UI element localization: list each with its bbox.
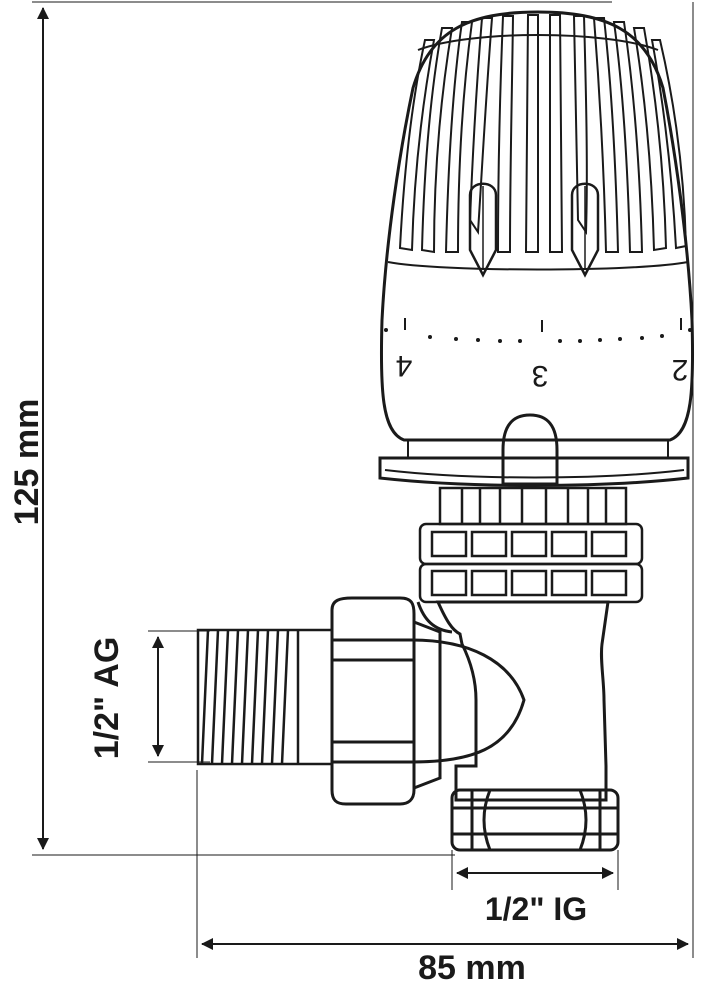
outlet-nut (450, 788, 620, 852)
dial-number-4: 4 (396, 349, 413, 382)
dial-scale (384, 318, 692, 343)
grip-fins (468, 182, 600, 278)
head-collar (378, 413, 690, 487)
dial-number-3: 3 (532, 359, 549, 392)
width-label: 85 mm (418, 949, 526, 987)
spindle-cage (438, 486, 628, 526)
grip-ribs (398, 14, 688, 254)
setting-pointer (501, 413, 559, 486)
knurled-nut (418, 522, 644, 604)
inlet-thread (196, 628, 334, 766)
thermostat-head: 4 3 2 (379, 10, 695, 442)
dial-number-2: 2 (672, 353, 689, 386)
inlet-thread-label: 1/2" AG (88, 637, 126, 760)
height-label: 125 mm (8, 399, 46, 526)
valve-body (411, 600, 610, 802)
inlet-union-nut (330, 596, 442, 806)
outlet-thread-label: 1/2" IG (485, 891, 587, 927)
extension-lines (32, 1, 694, 958)
